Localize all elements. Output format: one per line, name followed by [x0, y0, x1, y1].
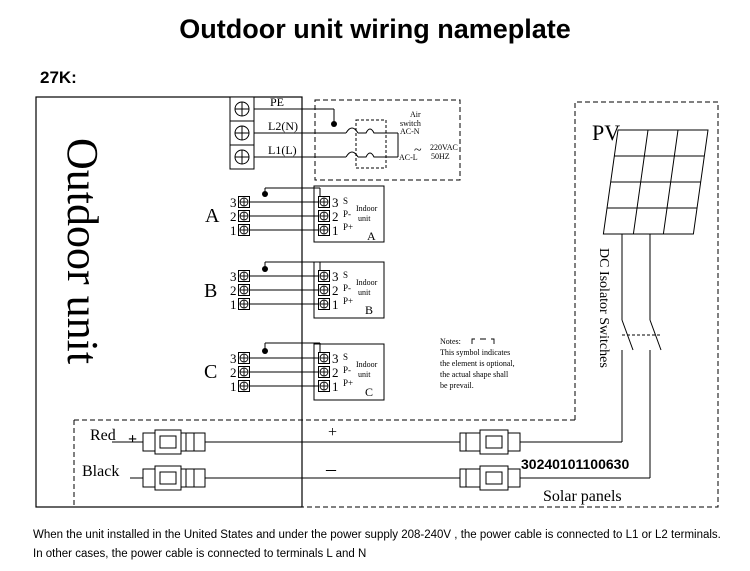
- group-b-s: S: [343, 270, 348, 280]
- notes: Notes: This symbol indicates the element…: [440, 337, 515, 390]
- group-c-t3: 3: [230, 351, 237, 366]
- group-b-it1: 1: [332, 297, 339, 312]
- group-c-t1: 1: [230, 379, 237, 394]
- red-plus: +: [128, 431, 137, 448]
- group-a-s: S: [343, 196, 348, 206]
- notes-line-1: This symbol indicates: [440, 348, 510, 357]
- group-b-letter: B: [204, 280, 217, 302]
- group-b-unit1: Indoor: [356, 278, 378, 287]
- group-b-t3: 3: [230, 269, 237, 284]
- ac-symbol: ~: [414, 143, 422, 158]
- freq-label: 50HZ: [431, 152, 450, 161]
- group-c-s: S: [343, 352, 348, 362]
- group-b-it3: 3: [332, 269, 339, 284]
- group-c-pm: P-: [343, 365, 351, 375]
- power-terminal-block: PE L2(N) L1(L): [229, 95, 346, 170]
- air-switch-label-2: switch: [400, 119, 421, 128]
- group-b-unit2: unit: [358, 288, 371, 297]
- terminal-pe-label: PE: [270, 95, 284, 109]
- group-a-it2: 2: [332, 209, 339, 224]
- black-connector-right: [459, 465, 521, 491]
- group-c-unit1: Indoor: [356, 360, 378, 369]
- group-a-unit2: unit: [358, 214, 371, 223]
- group-b-tag: B: [365, 303, 373, 317]
- indoor-group-b: B 3 2 1 3 2 1 S P- P+ Indoor unit B: [204, 261, 385, 319]
- terminal-l2-label: L2(N): [268, 119, 298, 133]
- group-b-pm: P-: [343, 283, 351, 293]
- group-b-t1: 1: [230, 297, 237, 312]
- black-label: Black: [82, 463, 119, 480]
- pv-label: PV: [592, 120, 620, 145]
- group-c-it2: 2: [332, 365, 339, 380]
- air-switch: Air switch AC-N AC-L ~ 220VAC 50HZ: [314, 99, 461, 181]
- group-c-pp: P+: [343, 378, 353, 388]
- group-a-tag: A: [367, 229, 376, 243]
- group-b-pp: P+: [343, 296, 353, 306]
- notes-line-0: Notes:: [440, 337, 461, 346]
- pv-area: PV DC Isolator Switches: [73, 101, 719, 508]
- outdoor-unit-box: [35, 96, 303, 508]
- dc-cables: Red + Black + – 30240101100630 Solar pan…: [82, 424, 650, 505]
- minus-symbol: –: [325, 458, 337, 480]
- serial-number: 30240101100630: [521, 456, 629, 472]
- ac-n-label: AC-N: [400, 127, 420, 136]
- group-c-it1: 1: [332, 379, 339, 394]
- indoor-group-a: A 3 2 1 3 2 1 S P- P+ Indoor unit A: [205, 185, 385, 243]
- group-c-t2: 2: [230, 365, 237, 380]
- terminal-l1-label: L1(L): [268, 143, 297, 157]
- group-a-t3: 3: [230, 195, 237, 210]
- group-a-letter: A: [205, 205, 220, 227]
- group-a-it1: 1: [332, 223, 339, 238]
- page-title: Outdoor unit wiring nameplate: [179, 14, 571, 44]
- group-a-pm: P-: [343, 209, 351, 219]
- group-a-unit1: Indoor: [356, 204, 378, 213]
- group-a-pp: P+: [343, 222, 353, 232]
- footer-note-2: In other cases, the power cable is conne…: [33, 548, 367, 560]
- air-switch-label-1: Air: [410, 110, 421, 119]
- indoor-group-c: C 3 2 1 3 2 1 S P- P+ Indoor unit C: [204, 342, 385, 401]
- group-c-tag: C: [365, 385, 373, 399]
- notes-line-4: be prevail.: [440, 381, 474, 390]
- black-connector-left: [142, 465, 206, 491]
- group-a-t1: 1: [230, 223, 237, 238]
- voltage-label: 220VAC: [430, 143, 458, 152]
- group-b-t2: 2: [230, 283, 237, 298]
- group-c-it3: 3: [332, 351, 339, 366]
- model-label: 27K:: [40, 68, 77, 87]
- solar-panels-label: Solar panels: [543, 488, 622, 505]
- plus-symbol: +: [328, 424, 337, 441]
- footer-note-1: When the unit installed in the United St…: [33, 529, 721, 541]
- group-a-t2: 2: [230, 209, 237, 224]
- outdoor-unit-label: Outdoor unit: [58, 138, 107, 364]
- group-a-it3: 3: [332, 195, 339, 210]
- notes-line-3: the actual shape shall: [440, 370, 509, 379]
- red-label: Red: [90, 427, 116, 444]
- dc-isolator-label: DC Isolator Switches: [596, 248, 611, 368]
- red-connector-left: [142, 429, 206, 455]
- red-connector-right: [459, 429, 521, 455]
- group-c-letter: C: [204, 361, 217, 383]
- group-c-unit2: unit: [358, 370, 371, 379]
- solar-panel-icon: [602, 129, 709, 235]
- ac-l-label: AC-L: [399, 153, 418, 162]
- notes-line-2: the element is optional,: [440, 359, 515, 368]
- group-b-it2: 2: [332, 283, 339, 298]
